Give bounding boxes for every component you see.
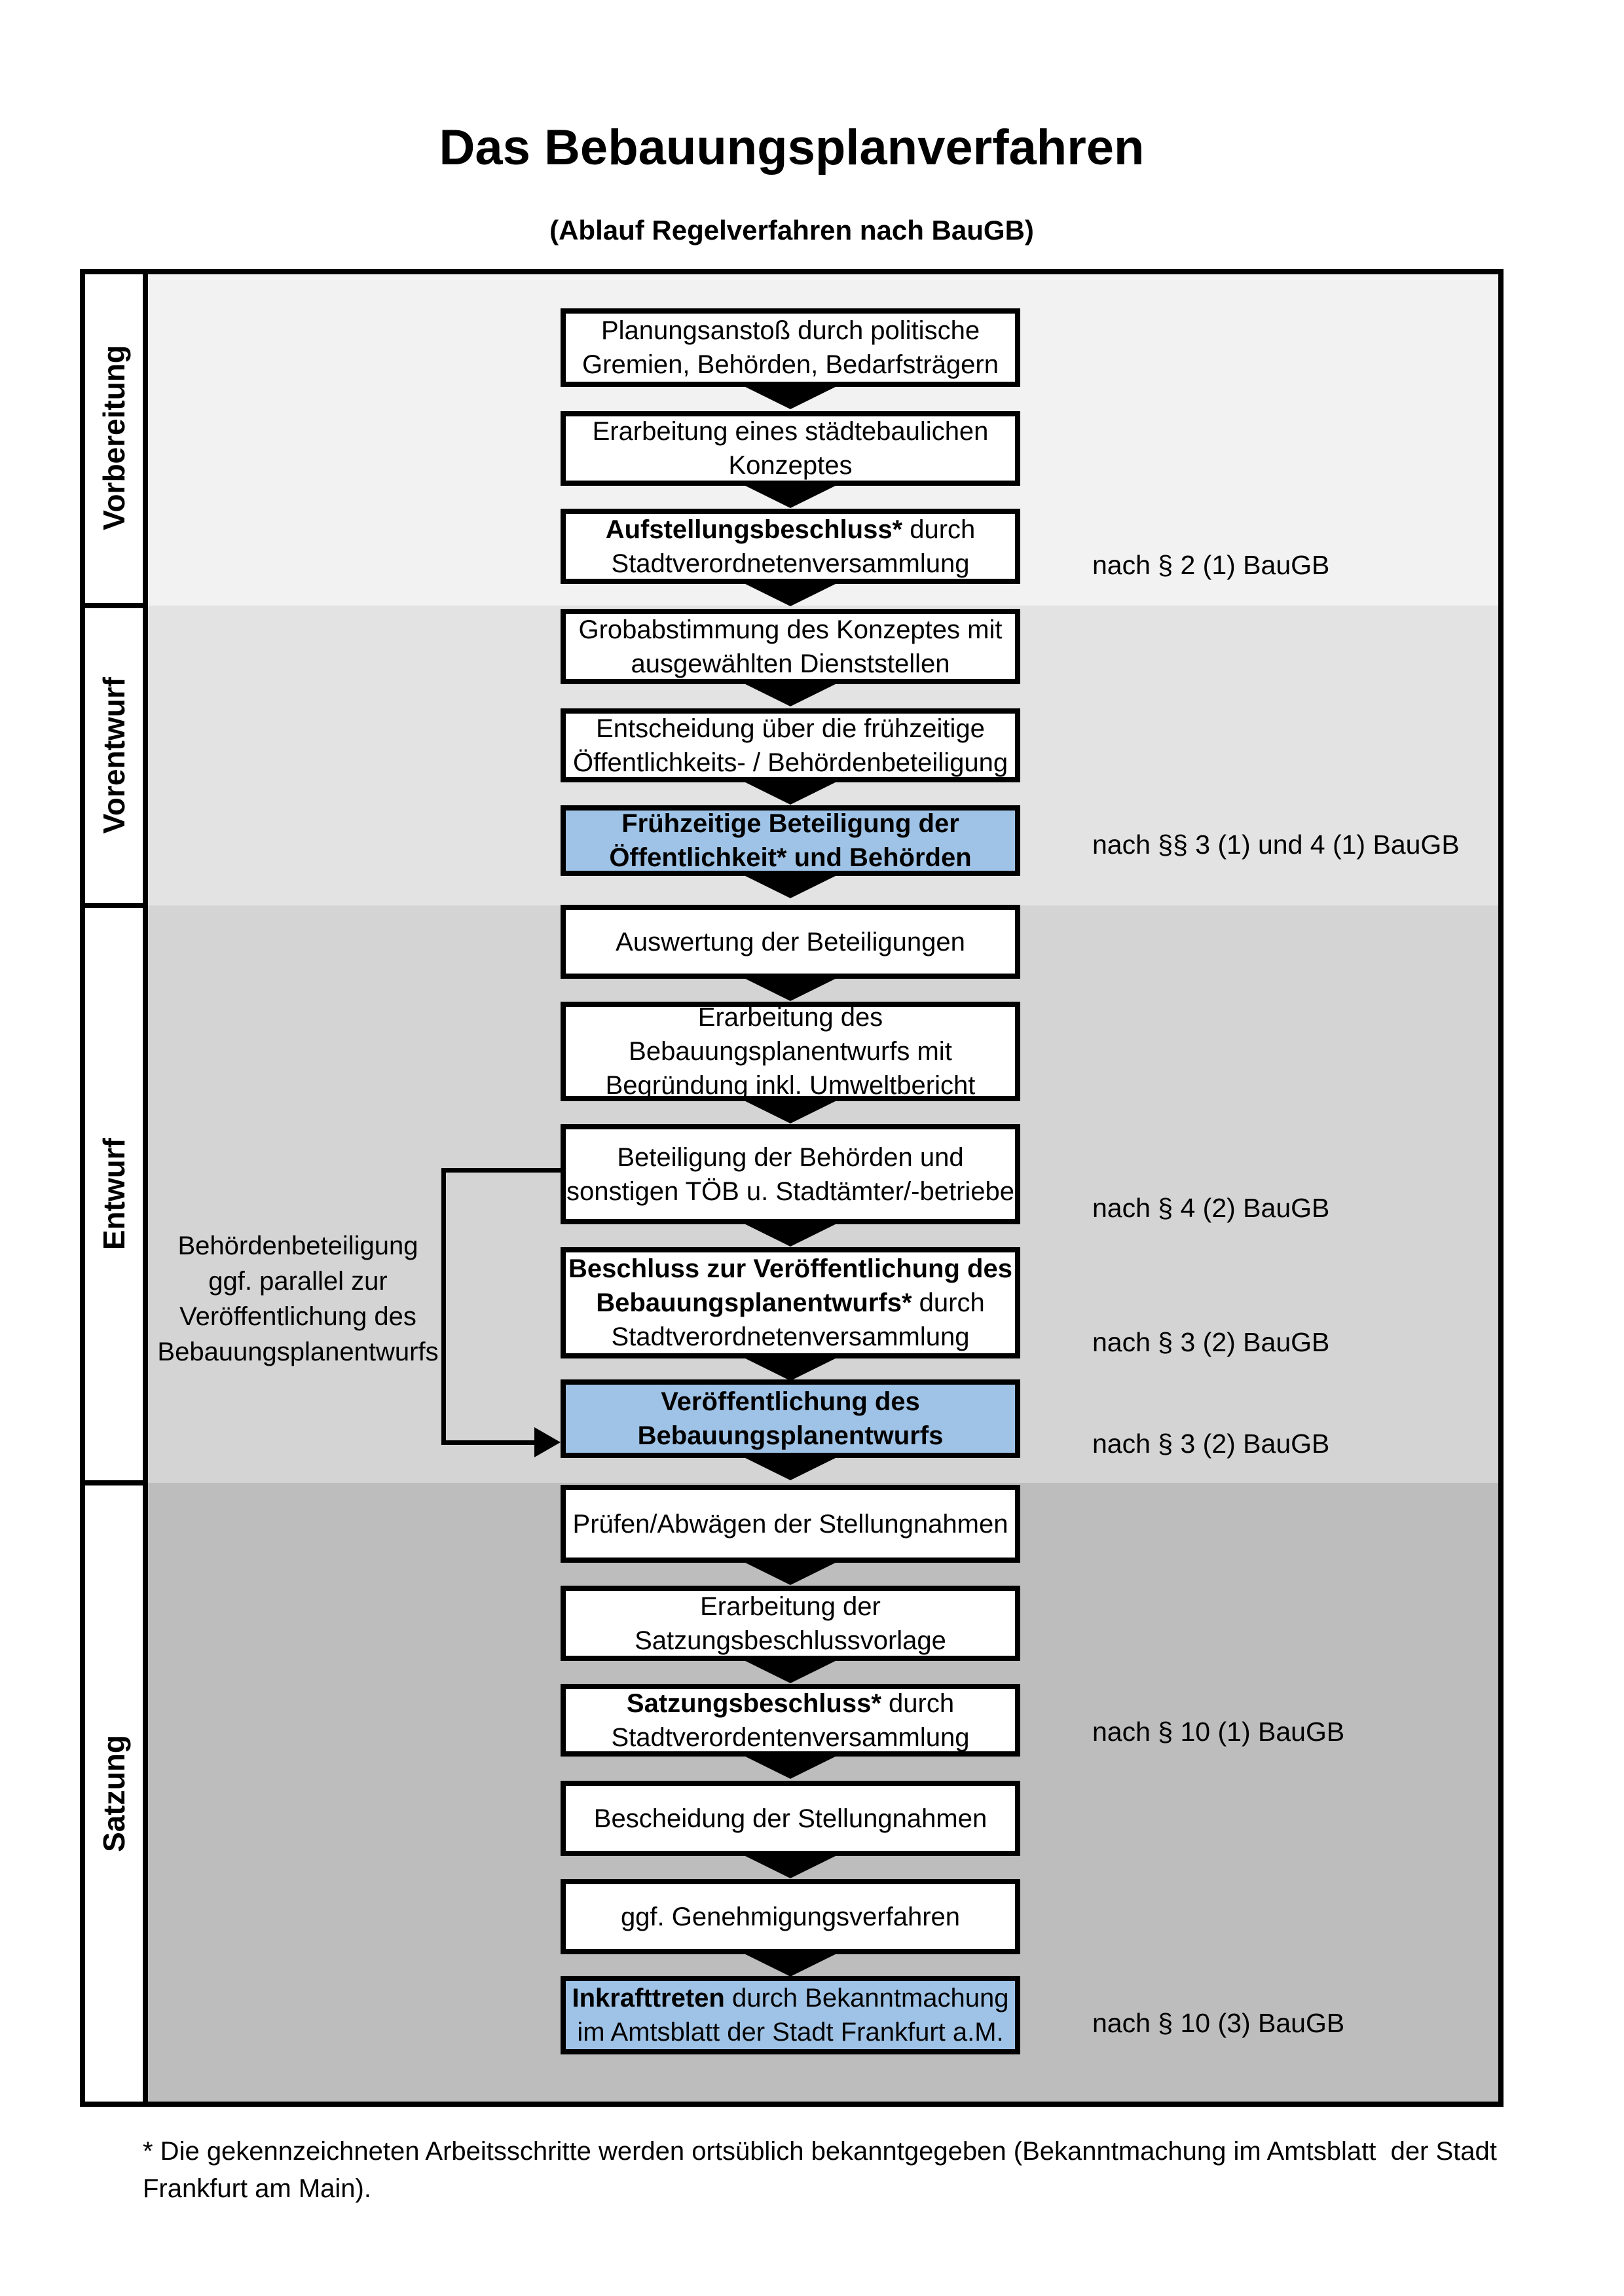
step-beteiligung-behoerden-toeb: Beteiligung der Behörden und sonstigen T…	[561, 1124, 1020, 1224]
step-pruefen-abwaegen-stellungnahmen: Prüfen/Abwägen der Stellungnahmen	[561, 1485, 1020, 1563]
step-erarbeitung-satzungsbeschlussvorlage: Erarbeitung der Satzungsbeschlussvorlage	[561, 1586, 1020, 1661]
phase-cell-vorentwurf: Vorentwurf	[85, 608, 143, 903]
down-arrow-icon	[735, 679, 846, 706]
step-text: ggf. Genehmigungsverfahren	[620, 1902, 961, 1931]
step-text: Planungsanstoß durch politische Gremien,…	[582, 316, 999, 379]
step-text: Erarbeitung der Satzungsbeschlussvorlage	[635, 1592, 946, 1655]
right-arrow-icon	[534, 1427, 561, 1457]
down-arrow-icon	[735, 1096, 846, 1123]
legal-ref: nach § 10 (1) BauGB	[1092, 1717, 1345, 1747]
down-arrow-icon	[735, 1656, 846, 1683]
legal-ref: nach § 4 (2) BauGB	[1092, 1193, 1330, 1223]
down-arrow-icon	[735, 1949, 846, 1977]
step-aufstellungsbeschluss: Aufstellungsbeschluss* durch Stadtverord…	[561, 509, 1020, 584]
step-text: Erarbeitung eines städtebaulichen Konzep…	[592, 417, 989, 480]
down-arrow-icon	[735, 1558, 846, 1585]
step-text: Inkrafttreten durch Bekanntmachung im Am…	[572, 1984, 1009, 2047]
step-veroeffentlichung-entwurf: Veröffentlichung des Bebauungsplanentwur…	[561, 1379, 1020, 1458]
phase-cell-satzung: Satzung	[85, 1485, 143, 2102]
phase-cell-vorbereitung: Vorbereitung	[85, 272, 143, 603]
step-text: Aufstellungsbeschluss* durch Stadtverord…	[605, 515, 976, 578]
step-text: Auswertung der Beteiligungen	[616, 927, 965, 957]
step-text: Beteiligung der Behörden und sonstigen T…	[566, 1142, 1015, 1206]
legal-ref: nach § 3 (2) BauGB	[1092, 1429, 1330, 1459]
down-arrow-icon	[735, 974, 846, 1001]
step-erarbeitung-bebauungsplanentwurf: Erarbeitung des Bebauungsplanentwurfs mi…	[561, 1002, 1020, 1101]
step-text: Beschluss zur Veröffentlichung des Bebau…	[568, 1254, 1012, 1351]
step-inkrafttreten: Inkrafttreten durch Bekanntmachung im Am…	[561, 1976, 1020, 2054]
step-text: Entscheidung über die frühzeitige Öffent…	[572, 714, 1008, 777]
parallel-connector-line	[441, 1168, 446, 1445]
phase-label-vorbereitung: Vorbereitung	[97, 344, 131, 530]
down-arrow-icon	[735, 871, 846, 898]
down-arrow-icon	[735, 579, 846, 606]
step-text: Grobabstimmung des Konzeptes mit ausgewä…	[578, 615, 1003, 678]
step-text: Frühzeitige Beteiligung der Öffentlichke…	[609, 809, 972, 872]
step-fruehzeitige-beteiligung: Frühzeitige Beteiligung der Öffentlichke…	[561, 805, 1020, 876]
phase-column-divider	[143, 269, 148, 2107]
page-subtitle: (Ablauf Regelverfahren nach BauGB)	[549, 215, 1034, 246]
step-text: Veröffentlichung des Bebauungsplanentwur…	[637, 1387, 944, 1450]
step-text: Satzungsbeschluss* durch Stadtverordente…	[611, 1688, 970, 1752]
legal-ref: nach § 3 (2) BauGB	[1092, 1327, 1330, 1357]
step-genehmigungsverfahren: ggf. Genehmigungsverfahren	[561, 1879, 1020, 1954]
phase-divider-2	[80, 903, 148, 908]
step-satzungsbeschluss: Satzungsbeschluss* durch Stadtverordente…	[561, 1684, 1020, 1757]
legal-ref: nach § 2 (1) BauGB	[1092, 550, 1330, 580]
phase-divider-1	[80, 603, 148, 608]
step-staedtebauliches-konzept: Erarbeitung eines städtebaulichen Konzep…	[561, 411, 1020, 486]
down-arrow-icon	[735, 1851, 846, 1878]
footnote: * Die gekennzeichneten Arbeitsschritte w…	[143, 2137, 1497, 2203]
step-text: Erarbeitung des Bebauungsplanentwurfs mi…	[605, 1003, 976, 1100]
step-text: Prüfen/Abwägen der Stellungnahmen	[572, 1509, 1008, 1539]
down-arrow-icon	[735, 481, 846, 508]
side-note-parallel-beteiligung: Behördenbeteiligung ggf. parallel zur Ve…	[157, 1231, 439, 1366]
down-arrow-icon	[735, 1219, 846, 1247]
parallel-connector-line	[441, 1440, 538, 1445]
step-text: Bescheidung der Stellungnahmen	[593, 1804, 987, 1833]
step-bescheidung-stellungnahmen: Bescheidung der Stellungnahmen	[561, 1781, 1020, 1856]
down-arrow-icon	[735, 1751, 846, 1779]
down-arrow-icon	[735, 382, 846, 409]
phase-label-entwurf: Entwurf	[97, 1138, 131, 1250]
parallel-connector-line	[441, 1168, 561, 1173]
step-beschluss-veroeffentlichung: Beschluss zur Veröffentlichung des Bebau…	[561, 1247, 1020, 1358]
phase-divider-3	[80, 1480, 148, 1485]
step-entscheidung-fruehzeitige-beteiligung: Entscheidung über die frühzeitige Öffent…	[561, 708, 1020, 782]
phase-label-vorentwurf: Vorentwurf	[97, 677, 131, 834]
legal-ref: nach §§ 3 (1) und 4 (1) BauGB	[1092, 829, 1460, 860]
phase-cell-entwurf: Entwurf	[85, 908, 143, 1480]
legal-ref: nach § 10 (3) BauGB	[1092, 2008, 1345, 2038]
page-title: Das Bebauungsplanverfahren	[439, 120, 1145, 175]
step-planungsanstoss: Planungsanstoß durch politische Gremien,…	[561, 308, 1020, 387]
phase-label-satzung: Satzung	[97, 1735, 131, 1852]
step-auswertung-beteiligungen: Auswertung der Beteiligungen	[561, 905, 1020, 979]
down-arrow-icon	[735, 1453, 846, 1480]
down-arrow-icon	[735, 777, 846, 805]
down-arrow-icon	[735, 1353, 846, 1381]
step-grobabstimmung: Grobabstimmung des Konzeptes mit ausgewä…	[561, 609, 1020, 684]
